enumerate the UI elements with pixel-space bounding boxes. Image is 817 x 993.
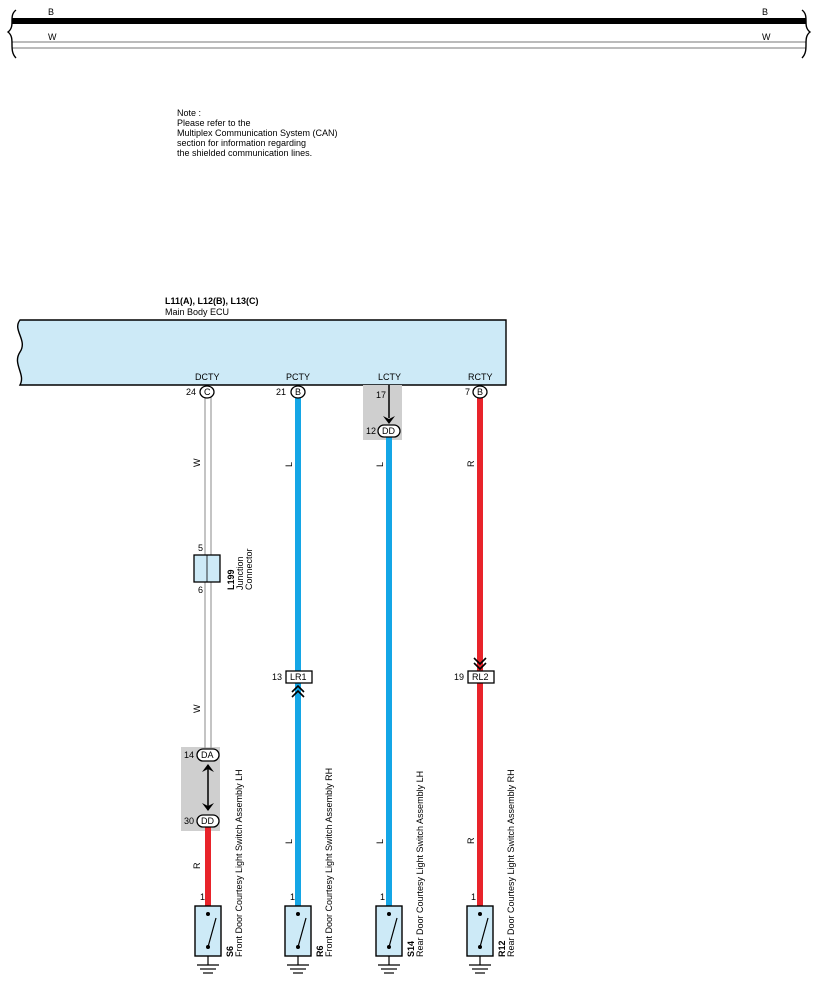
junction-name-1: Junction [235,556,245,590]
switch-r6-code: R6 [315,945,325,957]
connector-dd-icon [196,814,220,828]
terminal-30: 30 [184,816,194,826]
terminal-21: 21 [276,387,286,397]
connector-b-label: B [295,387,301,397]
note-line-2: Please refer to the [177,118,251,128]
switch-r6-symbol [284,905,312,974]
bus-b-label-right: B [762,7,768,17]
switch-contact-top [478,912,482,916]
bus-break-left [6,9,17,59]
connector-dd-label: DD [382,426,395,436]
terminal-14: 14 [184,750,194,760]
arrow-down-icon [383,416,395,424]
switch-contact-top [387,912,391,916]
note: Note : Please refer to the Multiplex Com… [177,108,338,158]
switch-s14-label: S14 Rear Door Courtesy Light Switch Asse… [406,771,425,957]
wire-color-w-1: W [192,458,202,467]
switch-contact-top [206,912,210,916]
junction-name-2: Connector [244,548,254,590]
terminal-7: 7 [465,387,470,397]
switch-s6-code: S6 [225,946,235,957]
terminal-12: 12 [366,426,376,436]
wire-color-w-2: W [192,704,202,713]
terminal-24: 24 [186,387,196,397]
bus-break-right [801,9,812,59]
note-line-5: the shielded communication lines. [177,148,312,158]
circuit-rcty: 7 B R R 19 RL2 1 R12 Rear Door Courtesy … [454,385,516,974]
wire-color-l-3: L [375,462,385,467]
wire-color-r-2: R [466,460,476,467]
ecu-pin-lcty: LCTY [378,372,401,382]
connector-dd-label: DD [201,816,214,826]
connector-b-icon [472,385,488,399]
ecu-pin-dcty: DCTY [195,372,220,382]
wire-color-l-1: L [284,462,294,467]
switch-lever [207,917,217,948]
circuit-lcty: 17 12 DD L L 1 S14 Rear Door Courtesy Li… [366,385,425,974]
switch-r12-name: Rear Door Courtesy Light Switch Assembly… [506,769,516,957]
switch-contact-top [296,912,300,916]
switch-s6-name: Front Door Courtesy Light Switch Assembl… [234,769,244,957]
connector-chevron-up-icon [291,684,305,698]
switch-lever [479,917,489,948]
wire-color-r-3: R [466,837,476,844]
switch-terminal-1: 1 [290,892,295,902]
switch-lever [388,917,398,948]
switch-s14-name: Rear Door Courtesy Light Switch Assembly… [415,771,425,957]
arrow-down-icon [202,803,214,811]
ecu-box [16,319,507,386]
switch-s6-label: S6 Front Door Courtesy Light Switch Asse… [225,769,244,957]
note-line-3: Multiplex Communication System (CAN) [177,128,338,138]
ecu-code: L11(A), L12(B), L13(C) [165,296,259,306]
switch-s6-symbol [194,905,222,974]
connector-c-label: C [204,387,211,397]
terminal-17: 17 [376,390,386,400]
circuit-pcty: 21 B L L 13 LR1 1 R6 Front Door Courtesy… [272,385,334,974]
main-body-ecu: L11(A), L12(B), L13(C) Main Body ECU DCT… [16,296,507,386]
terminal-13: 13 [272,672,282,682]
connector-chevron-down-icon [473,657,487,671]
switch-r6-label: R6 Front Door Courtesy Light Switch Asse… [315,768,334,957]
circuit-dcty: 24 C W W R 5 6 L199 Junction Connector 1… [184,385,254,974]
switch-terminal-1: 1 [200,892,205,902]
switch-r12-code: R12 [497,940,507,957]
connector-b-label: B [477,387,483,397]
bus-w-label-left: W [48,32,57,42]
connector-lr1-label: LR1 [290,672,307,682]
wire-color-l-2: L [284,839,294,844]
switch-terminal-1: 1 [471,892,476,902]
switch-r12-label: R12 Rear Door Courtesy Light Switch Asse… [497,769,516,957]
switch-s14-symbol [375,905,403,974]
wire-color-r-1: R [192,862,202,869]
connector-b-icon [290,385,306,399]
switch-lever [297,917,307,948]
ecu-pin-rcty: RCTY [468,372,493,382]
connector-lr1-icon [285,670,313,684]
terminal-19: 19 [454,672,464,682]
junction-code: L199 [226,569,236,590]
arrow-up-icon [202,764,214,772]
connector-rl2-label: RL2 [472,672,489,682]
terminal-5: 5 [198,543,203,553]
bus-lines: B B W W [6,7,812,59]
connector-c-icon [199,385,215,399]
bus-b-label-left: B [48,7,54,17]
switch-r6-name: Front Door Courtesy Light Switch Assembl… [324,768,334,957]
bus-w-label-right: W [762,32,771,42]
connector-da-label: DA [201,750,214,760]
junction-label: L199 Junction Connector [226,548,254,590]
ecu-name: Main Body ECU [165,307,229,317]
connector-rl2-icon [467,670,495,684]
note-line-1: Note : [177,108,201,118]
ecu-pin-pcty: PCTY [286,372,310,382]
switch-r12-symbol [466,905,494,974]
note-line-4: section for information regarding [177,138,306,148]
connector-da-icon [196,748,220,762]
switch-terminal-1: 1 [380,892,385,902]
switch-s14-code: S14 [406,941,416,957]
wire-color-l-4: L [375,839,385,844]
terminal-6: 6 [198,585,203,595]
connector-dd-icon [377,424,401,438]
